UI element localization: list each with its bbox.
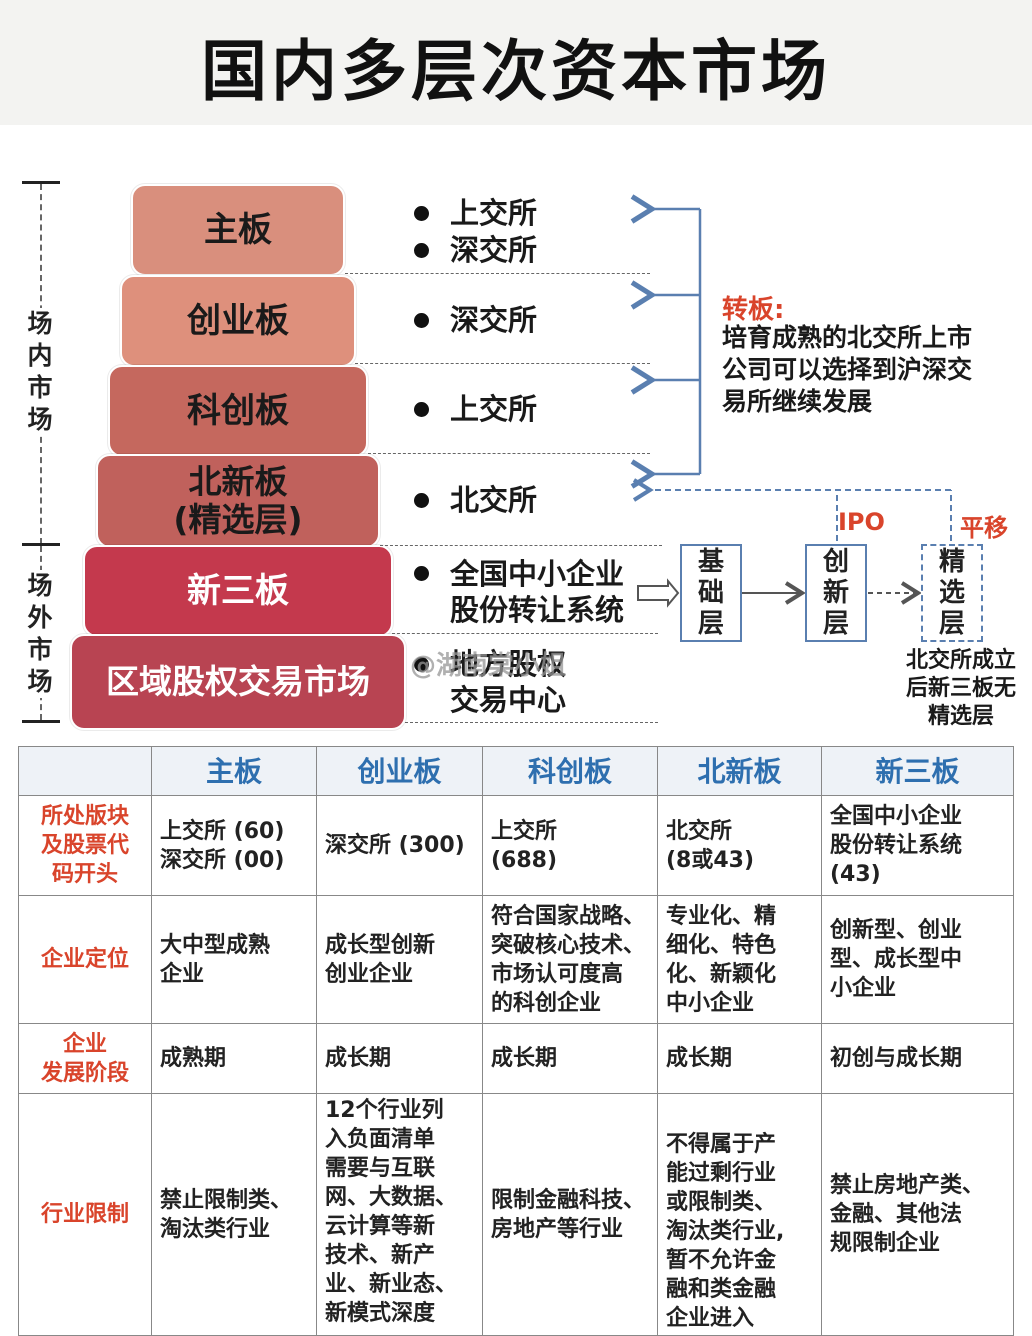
tier-basic-label: 基础层 <box>697 546 724 639</box>
row-label-code: 所处版块 及股票代 码开头 <box>18 795 152 896</box>
bullet-neeq <box>414 566 429 581</box>
table-cell: 深交所 (300) <box>316 795 483 896</box>
table-row: 企业定位 大中型成熟 企业 成长型创新 创业企业 符合国家战略、 突破核心技术、… <box>18 895 1014 1024</box>
bracket-bottom-tick <box>22 720 60 723</box>
table-cell: 成长型创新 创业企业 <box>316 895 483 1024</box>
table-header-corner <box>18 746 152 796</box>
comparison-table: 主板 创业板 科创板 北新板 新三板 所处版块 及股票代 码开头 上交所 (60… <box>18 746 1014 1336</box>
layer-beijing-board: 北新板 (精选层) <box>96 454 380 548</box>
transfer-bracket <box>630 194 702 489</box>
transfer-label: 转板: <box>722 295 785 325</box>
ipo-return-path <box>632 478 952 541</box>
table-cell: 大中型成熟 企业 <box>151 895 317 1024</box>
bullet-bse <box>414 493 429 508</box>
divider-star <box>368 453 650 454</box>
table-cell: 全国中小企业 股份转让系统 (43) <box>821 795 1014 896</box>
inner-market-label: 场内市场 <box>20 308 60 436</box>
outer-market-text: 场外市场 <box>27 571 53 696</box>
table-header-chinext: 创业板 <box>316 746 483 796</box>
bullet-regional <box>414 657 429 672</box>
bracket-top-tick <box>22 181 60 184</box>
layer-chinext-label: 创业板 <box>187 301 289 341</box>
watermark: @湖南棠小姐 <box>410 651 567 681</box>
divider-main <box>345 273 650 274</box>
tier-basic: 基础层 <box>680 544 742 642</box>
divider-regional <box>405 722 658 723</box>
layer-neeq-label: 新三板 <box>187 571 289 611</box>
table-cell: 北交所 (8或43) <box>657 795 822 896</box>
outer-market-label: 场外市场 <box>20 570 60 698</box>
row-label-stage: 企业 发展阶段 <box>18 1023 152 1094</box>
ipo-label: IPO <box>838 508 885 536</box>
divider-chinext <box>355 363 650 364</box>
table-row: 所处版块 及股票代 码开头 上交所 (60) 深交所 (00) 深交所 (300… <box>18 795 1014 896</box>
table-header-bse: 北新板 <box>657 746 822 796</box>
table-header-star: 科创板 <box>482 746 658 796</box>
table-cell: 成长期 <box>657 1023 822 1094</box>
bullet-main-2 <box>414 243 429 258</box>
table-cell: 上交所 (688) <box>482 795 658 896</box>
layer-neeq: 新三板 <box>83 545 393 637</box>
tier-select: 精选层 <box>921 544 983 642</box>
table-cell: 不得属于产 能过剩行业 或限制类、 淘汰类行业, 暂不允许金 融和类金融 企业进… <box>657 1093 822 1336</box>
table-cell: 限制金融科技、 房地产等行业 <box>482 1093 658 1336</box>
exchange-star: 上交所 <box>450 392 538 426</box>
page-title: 国内多层次资本市场 <box>201 33 831 110</box>
layer-main-board-label: 主板 <box>204 210 272 250</box>
layer-main-board: 主板 <box>131 184 345 276</box>
table-header-row: 主板 创业板 科创板 北新板 新三板 <box>18 746 1014 796</box>
tier-select-label: 精选层 <box>938 546 965 639</box>
table-cell: 禁止房地产类、 金融、其他法 规限制企业 <box>821 1093 1014 1336</box>
exchange-chinext: 深交所 <box>450 303 538 337</box>
inner-market-text: 场内市场 <box>27 309 53 434</box>
transfer-description: 培育成熟的北交所上市 公司可以选择到沪深交 易所继续发展 <box>722 323 973 416</box>
table-cell: 初创与成长期 <box>821 1023 1014 1094</box>
exchange-main-1: 上交所 <box>450 196 538 230</box>
table-cell: 成长期 <box>482 1023 658 1094</box>
table-cell: 禁止限制类、 淘汰类行业 <box>151 1093 317 1336</box>
table-header-neeq: 新三板 <box>821 746 1014 796</box>
tier-innovation: 创新层 <box>805 544 867 642</box>
divider-neeq <box>392 633 658 634</box>
layer-beijing-board-sublabel: (精选层) <box>173 500 303 539</box>
layer-beijing-board-label: 北新板 <box>188 462 288 501</box>
table-cell: 符合国家战略、 突破核心技术、 市场认可度高 的科创企业 <box>482 895 658 1024</box>
connector-arrows <box>630 194 952 608</box>
exchange-main-2: 深交所 <box>450 233 538 267</box>
table-cell: 成长期 <box>316 1023 483 1094</box>
table-cell: 12个行业列 入负面清单 需要与互联 网、大数据、 云计算等新 技术、新产 业、… <box>316 1093 483 1336</box>
table-cell: 创新型、创业 型、成长型中 小企业 <box>821 895 1014 1024</box>
layer-regional-equity-label: 区域股权交易市场 <box>106 662 370 701</box>
bullet-star <box>414 402 429 417</box>
layer-star-market-label: 科创板 <box>187 391 289 431</box>
row-label-industry: 行业限制 <box>18 1093 152 1336</box>
bullet-chinext <box>414 313 429 328</box>
table-row: 企业 发展阶段 成熟期 成长期 成长期 成长期 初创与成长期 <box>18 1023 1014 1094</box>
exchange-bse: 北交所 <box>450 483 538 517</box>
table-cell: 成熟期 <box>151 1023 317 1094</box>
bullet-main-1 <box>414 206 429 221</box>
bracket-mid-tick <box>22 543 60 546</box>
select-tier-note: 北交所成立 后新三板无 精选层 <box>905 648 1016 729</box>
exchange-regional: 地方股权 交易中心 <box>450 647 567 717</box>
table-header-main: 主板 <box>151 746 317 796</box>
table-cell: 专业化、精 细化、特色 化、新颖化 中小企业 <box>657 895 822 1024</box>
exchange-neeq: 全国中小企业 股份转让系统 <box>450 557 625 627</box>
move-label: 平移 <box>960 514 1008 542</box>
tier-innovation-label: 创新层 <box>822 546 849 639</box>
table-cell: 上交所 (60) 深交所 (00) <box>151 795 317 896</box>
layer-regional-equity: 区域股权交易市场 <box>70 634 406 730</box>
divider-bse <box>380 545 662 546</box>
layer-chinext: 创业板 <box>120 275 356 367</box>
title-band <box>0 0 1032 125</box>
row-label-positioning: 企业定位 <box>18 895 152 1024</box>
flow-arrows <box>637 578 922 608</box>
table-row: 行业限制 禁止限制类、 淘汰类行业 12个行业列 入负面清单 需要与互联 网、大… <box>18 1093 1014 1336</box>
